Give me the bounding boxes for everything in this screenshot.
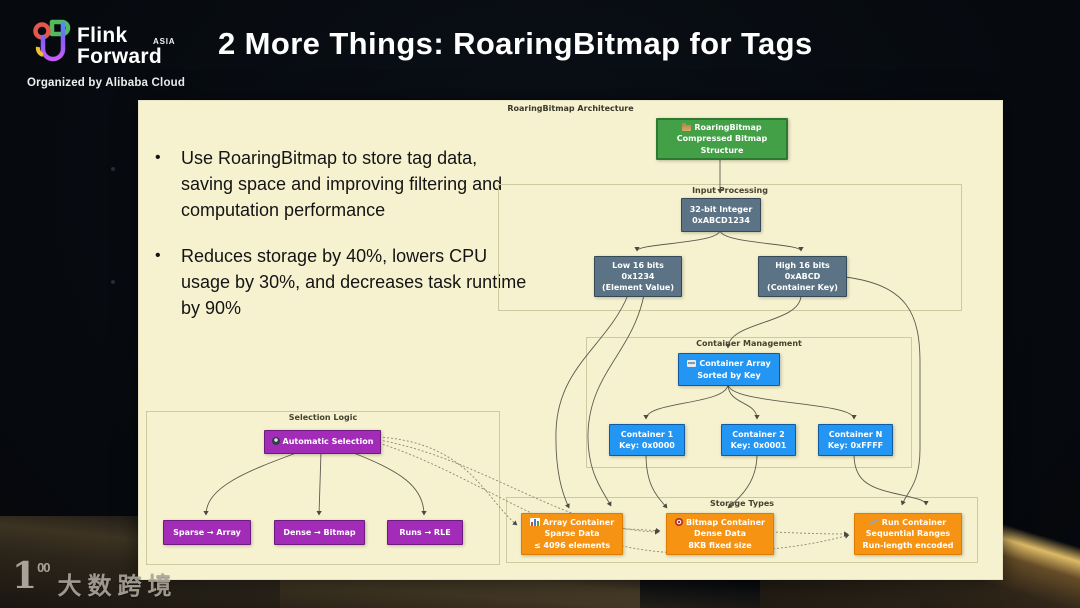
faint-bullet-dot <box>111 167 115 171</box>
brand-line2: Forward <box>77 45 162 68</box>
bullet-item: Reduces storage by 40%, lowers CPU usage… <box>151 243 529 321</box>
node-run-container: Run Container Sequential Ranges Run-leng… <box>854 513 962 555</box>
brand-region: ASIA <box>153 37 176 46</box>
node-container-array: Container Array Sorted by Key <box>678 353 780 386</box>
watermark-text: 大数跨境 <box>57 573 178 600</box>
node-array-container: Array Container Sparse Data ≤ 4096 eleme… <box>521 513 623 555</box>
organizer-text: Organized by Alibaba Cloud <box>27 77 186 89</box>
group-label: Container Management <box>696 339 802 348</box>
node-32bit-integer: 32-bit Integer 0xABCD1234 <box>681 198 761 232</box>
node-high-16-bits: High 16 bits 0xABCD (Container Key) <box>758 256 847 297</box>
group-label: Selection Logic <box>288 413 358 422</box>
brand-line1: Flink <box>77 24 128 47</box>
gear-icon <box>271 437 280 446</box>
node-low-16-bits: Low 16 bits 0x1234 (Element Value) <box>594 256 682 297</box>
trend-line-icon <box>870 519 879 526</box>
flink-forward-logo-icon <box>33 19 71 62</box>
watermark-logo-superscript: 00 <box>37 560 51 575</box>
brand-name: Flink Forward <box>77 25 162 67</box>
node-sparse-to-array: Sparse → Array <box>163 520 251 545</box>
watermark-logo-digit: 1 <box>12 555 38 597</box>
bar-chart-icon <box>529 518 540 527</box>
node-container-n: Container N Key: 0xFFFF <box>818 424 893 456</box>
page-title: 2 More Things: RoaringBitmap for Tags <box>218 26 813 61</box>
faint-bullet-dot <box>111 280 115 284</box>
slide-panel: RoaringBitmap Architecture Use RoaringBi… <box>138 100 1003 580</box>
node-container-2: Container 2 Key: 0x0001 <box>721 424 796 456</box>
node-runs-to-rle: Runs → RLE <box>387 520 463 545</box>
group-label: Storage Types <box>710 499 774 508</box>
node-automatic-selection: Automatic Selection <box>264 430 381 454</box>
node-container-1: Container 1 Key: 0x0000 <box>609 424 685 456</box>
node-dense-to-bitmap: Dense → Bitmap <box>274 520 365 545</box>
target-icon <box>674 518 683 527</box>
folder-icon <box>682 123 692 132</box>
diagram-title: RoaringBitmap Architecture <box>507 104 634 113</box>
archive-box-icon <box>687 360 697 368</box>
bullet-item: Use RoaringBitmap to store tag data, sav… <box>151 145 529 223</box>
group-label: Input Processing <box>692 186 768 195</box>
node-bitmap-container: Bitmap Container Dense Data 8KB fixed si… <box>666 513 774 555</box>
watermark: 1 00 大数跨境 <box>12 558 178 601</box>
node-roaringbitmap-root: RoaringBitmap Compressed Bitmap Structur… <box>656 118 788 160</box>
bullet-list: Use RoaringBitmap to store tag data, sav… <box>151 145 529 341</box>
